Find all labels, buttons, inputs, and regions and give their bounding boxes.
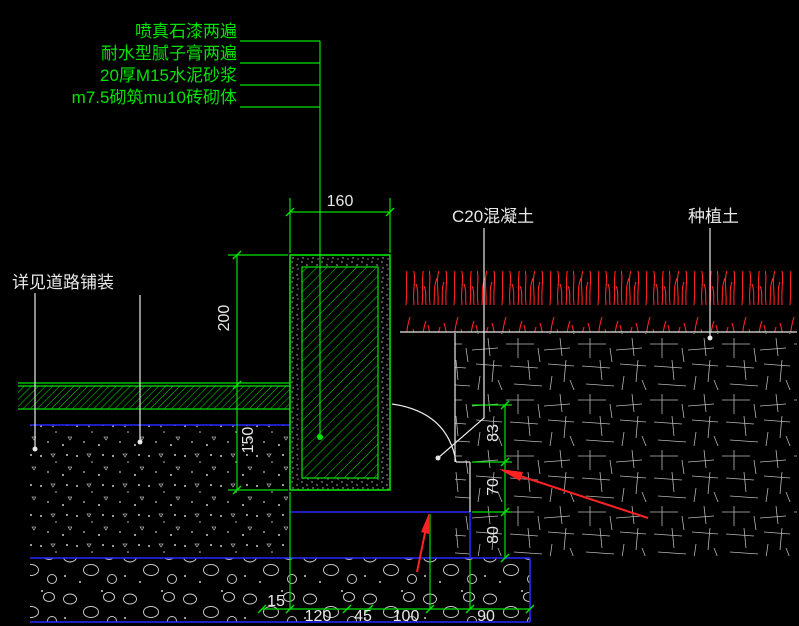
concrete-leader: [437, 228, 485, 459]
dim-80: 80: [485, 526, 502, 544]
dim-70: 70: [485, 478, 502, 496]
road-surface-layers: [18, 382, 290, 410]
dim-160: 160: [327, 193, 354, 210]
red-arrow-2-head: [421, 513, 429, 534]
callout-text-4: m7.5砌筑mu10砖砌体: [72, 88, 237, 107]
label-concrete: C20混凝土: [452, 207, 534, 226]
callout-text-3: 20厚M15水泥砂浆: [100, 66, 237, 85]
planting-soil-hatch: [455, 333, 797, 556]
dim-90: 90: [477, 608, 495, 625]
concrete-fillet: [391, 403, 471, 512]
callout-leader-dot: [317, 434, 323, 440]
soil-leader-dot: [707, 335, 713, 341]
road-leader-1-dot: [32, 446, 38, 452]
dimension-ticks: [232, 207, 535, 614]
red-arrow-2: [416, 527, 427, 573]
grass-hatch: [400, 271, 797, 332]
curb: [289, 254, 391, 491]
concrete-fillet-arc: [391, 403, 457, 463]
curb-brick-hatch: [301, 266, 379, 479]
concrete-leader-dot: [435, 455, 441, 461]
dim-200: 200: [216, 305, 233, 332]
callout-text-2: 耐水型腻子膏两遍: [101, 43, 237, 63]
dim-15: 15: [267, 593, 285, 610]
callout-text-1: 喷真石漆两遍: [135, 22, 237, 41]
layer-boundary-lines: [30, 424, 531, 623]
red-arrow-1-head: [499, 469, 523, 481]
dim-100: 100: [393, 608, 420, 625]
dim-45: 45: [354, 608, 372, 625]
red-markers: [416, 469, 649, 573]
label-soil: 种植土: [688, 207, 739, 226]
road-surface-hatch: [18, 386, 290, 409]
road-leader-2-dot: [137, 439, 143, 445]
dimension-lines: [228, 198, 530, 610]
red-arrow-1: [513, 473, 649, 519]
dim-120: 120: [305, 608, 332, 625]
dim-150: 150: [240, 427, 257, 454]
leader-lines: [32, 40, 713, 461]
gravel-base-hatch: [30, 558, 530, 622]
label-road: 详见道路铺装: [12, 273, 114, 292]
dim-83: 83: [485, 424, 502, 442]
